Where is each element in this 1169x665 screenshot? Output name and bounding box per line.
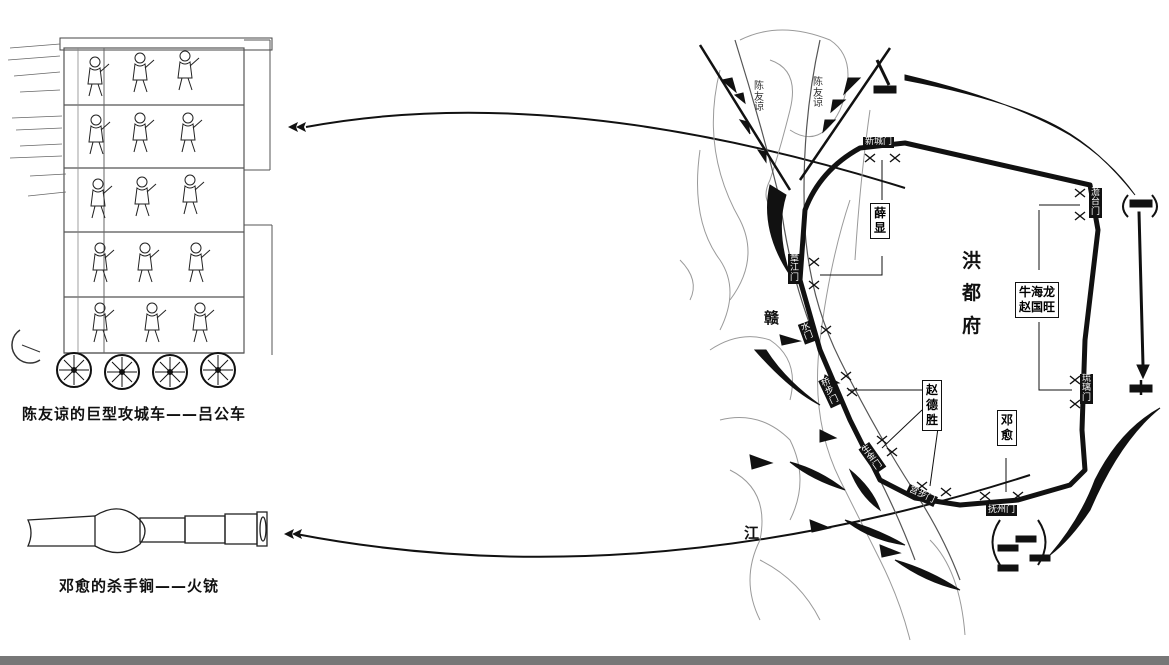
defender-name: 牛海龙 <box>1019 285 1056 299</box>
defender-deng-yu: 邓 愈 <box>997 410 1018 446</box>
defender-char: 显 <box>874 221 887 235</box>
city-name-hongdu: 洪 都 府 <box>962 245 981 342</box>
siege-vehicle-caption: 陈友谅的巨型攻城车——吕公车 <box>22 405 247 423</box>
leader-arrow-siege <box>288 111 906 189</box>
gate-char: 江 <box>790 263 800 274</box>
defender-char: 德 <box>926 398 939 412</box>
city-name-char: 府 <box>962 314 982 337</box>
defender-char: 愈 <box>1001 428 1014 442</box>
defender-char: 胜 <box>926 413 939 427</box>
army-movement-arrows <box>873 59 1161 572</box>
enemy-label-char: 友 <box>754 91 764 103</box>
gate-tantai: 澹 台 门 <box>1089 188 1103 219</box>
river-label-gan: 赣 <box>764 309 780 327</box>
defender-char: 邓 <box>1001 413 1014 427</box>
defense-marks <box>808 153 1086 501</box>
enemy-label-char: 友 <box>813 87 823 99</box>
gate-fuzhou: 抚州门 <box>986 505 1018 517</box>
gate-char: 门 <box>802 329 815 343</box>
gate-zhangjiang: 章 江 门 <box>788 254 802 285</box>
fire-lance-caption: 邓愈的杀手锏——火铳 <box>59 577 220 595</box>
city-name-char: 都 <box>962 282 982 305</box>
enemy-label-chen-youliang-2: 陈 友 谅 <box>813 77 823 110</box>
bottom-divider <box>0 656 1169 665</box>
gate-char: 台 <box>1091 197 1101 208</box>
defender-name: 赵国旺 <box>1019 300 1056 314</box>
defender-niu-zhao: 牛海龙 赵国旺 <box>1015 282 1060 318</box>
defender-connectors <box>820 160 1080 492</box>
enemy-attack-arrows <box>698 44 961 591</box>
gate-char: 门 <box>1082 392 1092 403</box>
gate-char: 澹 <box>1091 188 1101 198</box>
enemy-label-chen-youliang: 陈 友 谅 <box>754 81 764 114</box>
siege-vehicle-illustration <box>7 37 273 390</box>
hongdu-city-wall <box>797 140 1101 508</box>
defender-zhao-desheng: 赵 德 胜 <box>922 380 943 431</box>
fire-lance-illustration <box>26 508 268 554</box>
gate-char: 门 <box>1091 206 1101 217</box>
enemy-label-char: 陈 <box>813 77 823 88</box>
enemy-label-char: 谅 <box>754 102 764 113</box>
leader-arrow-firelance <box>284 474 1031 558</box>
gate-liuli: 琉 璃 门 <box>1080 374 1094 405</box>
river-label-jiang: 江 <box>744 524 760 542</box>
gate-char: 门 <box>827 393 841 407</box>
enemy-label-char: 谅 <box>813 98 823 109</box>
gate-char: 璃 <box>1082 383 1092 394</box>
gate-xincheng: 新城门 <box>863 137 895 149</box>
gate-char: 门 <box>790 272 800 283</box>
gate-char: 章 <box>790 254 800 264</box>
terrain-contours <box>679 29 966 641</box>
defender-char: 赵 <box>926 383 939 397</box>
enemy-label-char: 陈 <box>754 81 764 92</box>
gate-char: 琉 <box>1082 374 1092 384</box>
defender-xue-xian: 薛 显 <box>870 203 891 239</box>
defender-char: 薛 <box>874 206 887 220</box>
city-name-char: 洪 <box>962 250 982 272</box>
